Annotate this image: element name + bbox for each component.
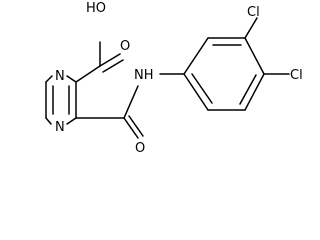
bond-ar6-ar1-inner: [191, 73, 213, 104]
chlorine-4-label: Cl: [290, 68, 303, 83]
amide-nh-label: NH: [134, 68, 154, 83]
pyrazine-n1-label: N: [55, 69, 65, 84]
pyrazine-n4-label: N: [55, 120, 65, 135]
molecule-structure: HO O NH O N N Cl Cl: [45, 1, 303, 155]
bond-c6-n1: [45, 75, 53, 83]
amide-oxygen-label: O: [135, 141, 145, 155]
bond-amide-c-n: [123, 85, 139, 119]
bond-ar4-ar5-inner: [239, 74, 257, 105]
bond-ar4-ar5: [244, 73, 265, 111]
bond-ar1-ar2: [183, 37, 209, 75]
bond-amide-c-o: [123, 117, 139, 139]
hydroxyl-label: HO: [86, 1, 106, 16]
bond-n1-c2: [66, 75, 77, 83]
bond-acid-c-o-double: [102, 59, 124, 73]
bond-ar3-ar4: [244, 37, 265, 75]
bond-ar3-cl: [244, 17, 258, 39]
bond-acid-c-o: [99, 53, 121, 67]
structure-canvas: HO O NH O N N Cl Cl: [45, 1, 303, 155]
bond-amide-c-o-double: [128, 115, 144, 137]
bond-c2-acid-c: [75, 65, 101, 83]
chlorine-3-label: Cl: [247, 5, 260, 20]
bonds: [45, 17, 290, 139]
bond-c3-n4: [66, 117, 77, 125]
atom-labels: HO O NH O N N Cl Cl: [55, 1, 303, 155]
bond-n4-c5: [45, 117, 52, 125]
bond-ar6-ar1: [183, 73, 209, 111]
acid-oxygen-label: O: [120, 39, 130, 54]
